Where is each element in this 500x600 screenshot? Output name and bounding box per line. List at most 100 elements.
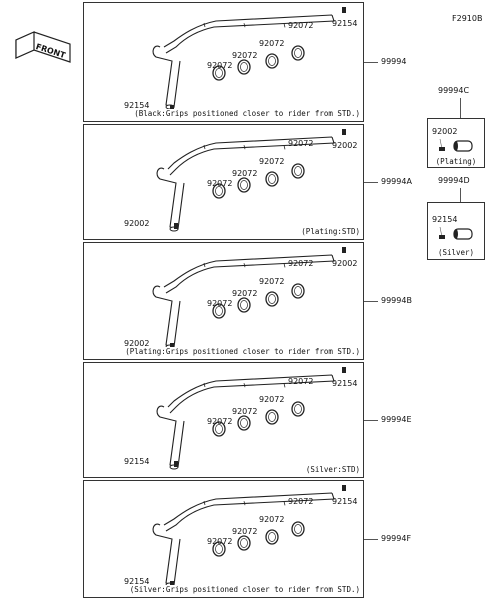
tube-mark bbox=[283, 23, 286, 28]
tube-mark bbox=[203, 262, 206, 268]
panel-caption: (Plating:STD) bbox=[301, 227, 360, 236]
clamp-ring-inner bbox=[294, 166, 302, 176]
ref-leader bbox=[364, 62, 378, 63]
handlebar-tube bbox=[167, 136, 335, 176]
bolt-icon bbox=[174, 223, 178, 229]
clamp-ring-inner bbox=[240, 538, 248, 548]
tube-mark bbox=[243, 383, 246, 388]
handlebar-riser bbox=[152, 523, 181, 586]
part-number-label: 92072 bbox=[232, 169, 258, 178]
bolt-icon bbox=[342, 485, 346, 491]
clamp-ring-inner bbox=[294, 48, 302, 58]
part-number-label: 92072 bbox=[259, 277, 285, 286]
clamp-ring-icon bbox=[212, 65, 226, 81]
clamp-ring-icon bbox=[237, 415, 251, 431]
part-number-label: 92154 bbox=[124, 577, 150, 586]
side-kit-ref: 99994C bbox=[438, 86, 470, 95]
clamp-ring-icon bbox=[265, 291, 279, 307]
clamp-ring-icon bbox=[291, 163, 305, 179]
part-number-label: 92154 bbox=[124, 101, 150, 110]
part-number-label: 92154 bbox=[332, 497, 358, 506]
panel-caption: (Black:Grips positioned closer to rider … bbox=[134, 109, 360, 118]
clamp-ring-inner bbox=[294, 524, 302, 534]
part-number-label: 92154 bbox=[124, 457, 150, 466]
side-kit-ref: 99994D bbox=[438, 176, 470, 185]
clamp-ring-icon bbox=[265, 171, 279, 187]
ref-leader bbox=[364, 182, 378, 183]
part-number-label: 92072 bbox=[288, 139, 314, 148]
part-number-label: 92072 bbox=[232, 51, 258, 60]
handlebar-tube bbox=[167, 374, 335, 414]
tube-mark bbox=[203, 144, 206, 150]
clamp-ring-inner bbox=[268, 294, 276, 304]
clamp-ring-icon bbox=[291, 521, 305, 537]
ref-leader bbox=[364, 420, 378, 421]
bolt-icon bbox=[342, 367, 346, 373]
side-kit-caption: (Silver) bbox=[437, 248, 475, 257]
tube-mark bbox=[243, 501, 246, 506]
tube-mark bbox=[243, 263, 246, 268]
clamp-ring-icon bbox=[291, 401, 305, 417]
tube-mark bbox=[283, 263, 286, 268]
clamp-ring-icon bbox=[237, 177, 251, 193]
clamp-ring-icon bbox=[265, 409, 279, 425]
panel-caption: (Plating:Grips positioned closer to ride… bbox=[125, 347, 360, 356]
ref-leader bbox=[364, 539, 378, 540]
part-number-label: 92072 bbox=[207, 179, 233, 188]
clamp-ring-icon bbox=[237, 59, 251, 75]
side-kit-part: 92002 bbox=[432, 127, 458, 136]
clamp-ring-icon bbox=[212, 421, 226, 437]
cap-icon bbox=[439, 138, 473, 152]
part-number-label: 92072 bbox=[232, 407, 258, 416]
clamp-ring-inner bbox=[294, 286, 302, 296]
clamp-ring-inner bbox=[268, 174, 276, 184]
clamp-ring-inner bbox=[215, 68, 223, 78]
handlebar-riser bbox=[156, 405, 185, 468]
part-number-label: 92072 bbox=[288, 21, 314, 30]
part-number-label: 92072 bbox=[259, 515, 285, 524]
clamp-ring-inner bbox=[215, 186, 223, 196]
handlebar-drawing bbox=[152, 7, 346, 111]
tube-mark bbox=[283, 145, 286, 150]
part-number-label: 92072 bbox=[259, 395, 285, 404]
side-kit-box: 92154 (Silver) bbox=[427, 202, 485, 260]
handlebar-tube bbox=[163, 492, 335, 532]
handlebar-riser bbox=[152, 45, 181, 108]
ref-leader bbox=[364, 301, 378, 302]
clamp-ring-icon bbox=[291, 283, 305, 299]
clamp-ring-icon bbox=[265, 53, 279, 69]
bolt-icon bbox=[170, 105, 174, 111]
part-number-label: 92072 bbox=[288, 497, 314, 506]
part-number-label: 92072 bbox=[259, 39, 285, 48]
handlebar-tube bbox=[163, 14, 335, 54]
part-number-label: 92072 bbox=[259, 157, 285, 166]
handlebar-drawing bbox=[156, 129, 346, 232]
part-number-label: 92072 bbox=[288, 259, 314, 268]
part-number-label: 92072 bbox=[288, 377, 314, 386]
tube-mark bbox=[203, 500, 206, 506]
clamp-ring-inner bbox=[215, 306, 223, 316]
clamp-ring-inner bbox=[240, 300, 248, 310]
handlebar-riser bbox=[156, 167, 185, 230]
tube-mark bbox=[203, 22, 206, 28]
tube-mark bbox=[243, 145, 246, 150]
handlebar-riser bbox=[152, 285, 181, 348]
bolt-icon bbox=[342, 129, 346, 135]
assembly-ref-label: 99994F bbox=[381, 534, 412, 543]
bolt-icon bbox=[174, 461, 178, 467]
bolt-icon bbox=[342, 7, 346, 13]
tube-mark bbox=[243, 23, 246, 28]
clamp-ring-icon bbox=[212, 541, 226, 557]
clamp-ring-inner bbox=[215, 424, 223, 434]
part-number-label: 92072 bbox=[207, 537, 233, 546]
part-number-label: 92072 bbox=[232, 289, 258, 298]
clamp-ring-icon bbox=[237, 535, 251, 551]
assembly-ref-label: 99994E bbox=[381, 415, 412, 424]
tube-mark bbox=[203, 382, 206, 388]
cap-icon bbox=[439, 226, 473, 240]
